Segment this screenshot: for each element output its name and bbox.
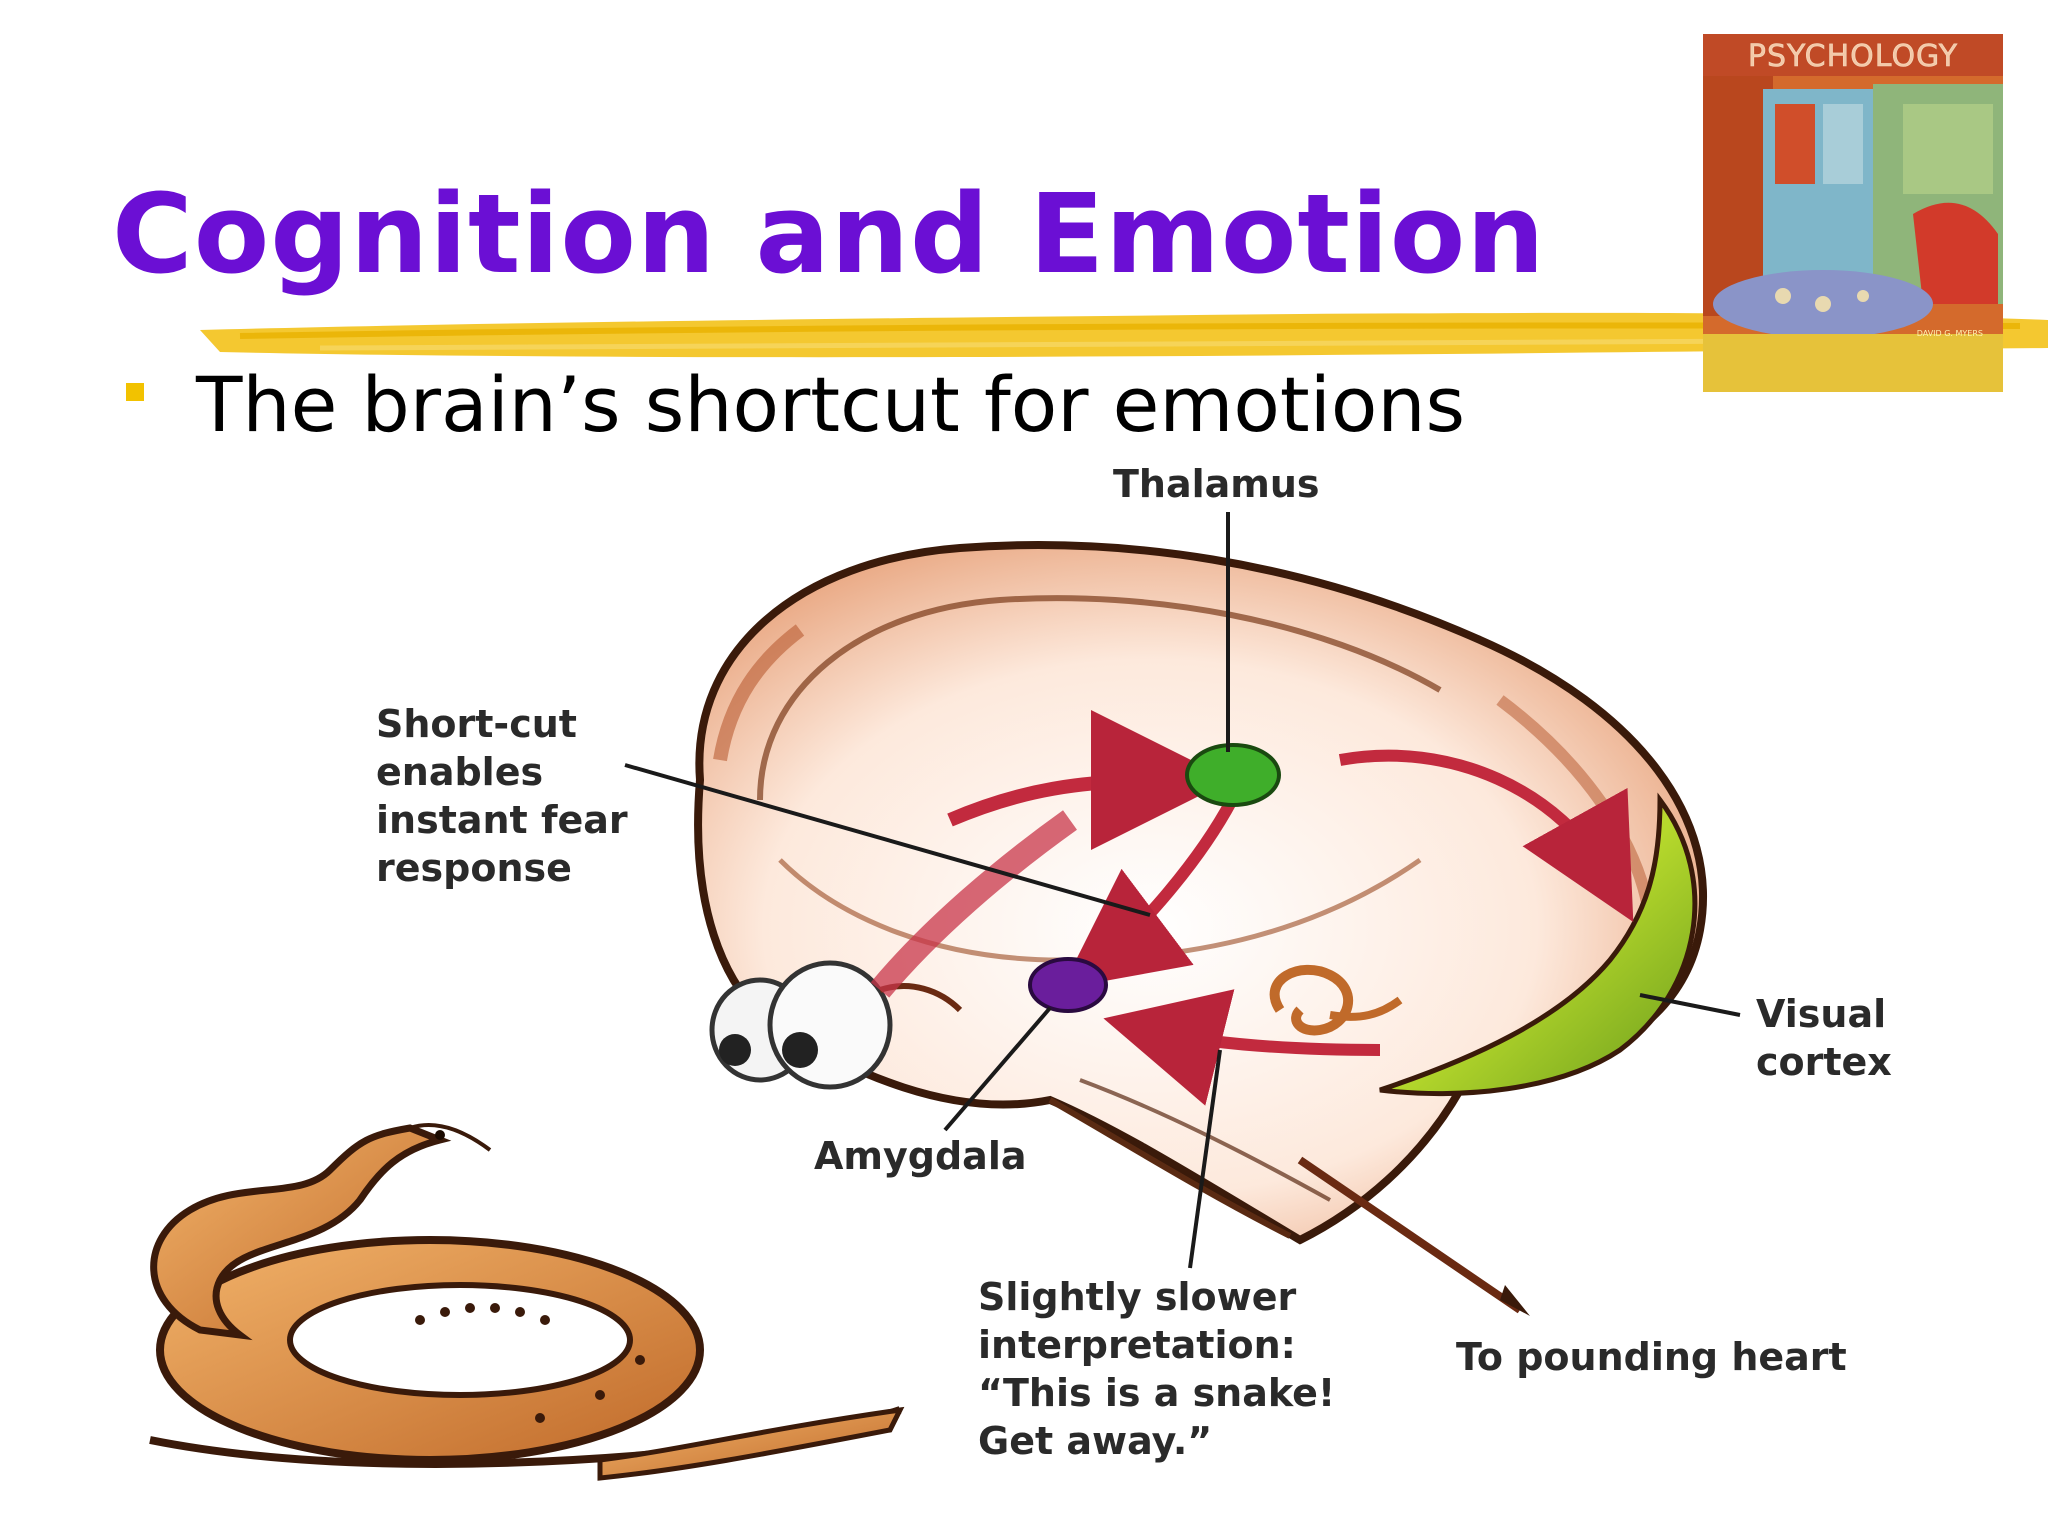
bullet-square-icon bbox=[126, 382, 144, 401]
brain-fear-pathway-diagram bbox=[149, 512, 1741, 1481]
title-underline-stroke bbox=[200, 312, 2048, 358]
label-pounding-heart: To pounding heart bbox=[1456, 1335, 1847, 1379]
thalamus-dot bbox=[1185, 743, 1281, 807]
eyeballs bbox=[709, 960, 963, 1090]
arrow-to-thalamus bbox=[947, 710, 1231, 851]
label-amygdala: Amygdala bbox=[814, 1134, 1027, 1178]
bullet-text: The brain’s shortcut for emotions bbox=[196, 360, 1466, 449]
arrow-to-visual-cortex bbox=[1338, 749, 1634, 922]
book-cover-title: PSYCHOLOGY bbox=[1748, 39, 1958, 74]
leader-lines bbox=[624, 512, 1741, 1269]
slide-title: Cognition and Emotion bbox=[112, 170, 1546, 298]
label-visual-cortex: Visual cortex bbox=[1756, 992, 1892, 1084]
amygdala-dot bbox=[1028, 957, 1108, 1013]
snake-illustration bbox=[149, 1123, 905, 1481]
brain-illustration bbox=[694, 541, 1708, 1316]
book-cover-author: DAVID G. MYERS bbox=[1917, 329, 1983, 338]
label-thalamus: Thalamus bbox=[1113, 462, 1320, 506]
shortcut-arrow bbox=[1061, 797, 1238, 989]
label-shortcut-response: Short-cut enables instant fear response bbox=[376, 702, 628, 890]
arrow-cortex-to-amygdala bbox=[1103, 989, 1381, 1106]
psychology-book-cover: PSYCHOLOGY DAVID G. MYERS bbox=[1703, 34, 2003, 392]
label-slower-interpretation: Slightly slower interpretation: “This is… bbox=[978, 1275, 1336, 1463]
bullet-item: The brain’s shortcut for emotions bbox=[126, 360, 1465, 449]
